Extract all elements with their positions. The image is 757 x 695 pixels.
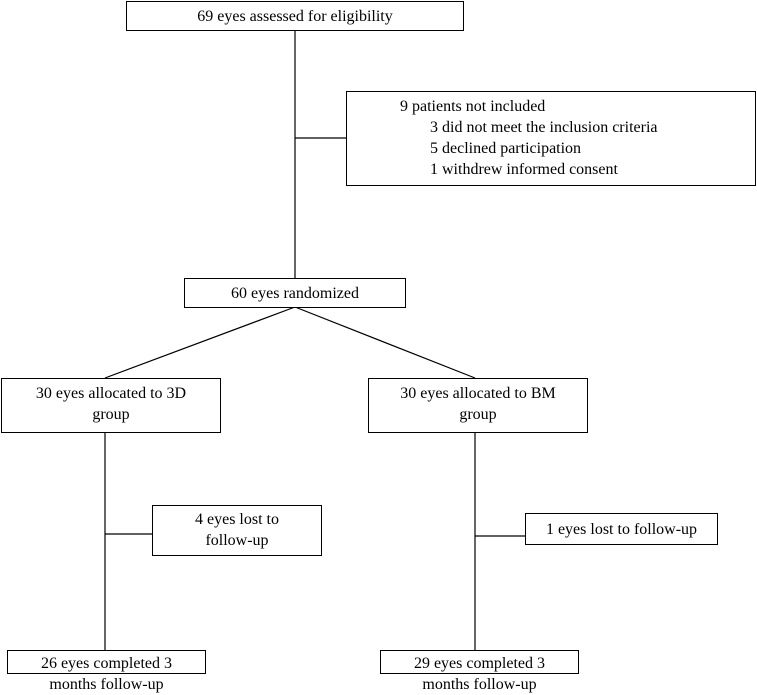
lost-followup-3d-text: follow-up (205, 532, 269, 549)
excluded-box: 9 patients not included 3 did not meet t… (346, 91, 756, 186)
excluded-reason: 5 declined participation (430, 140, 582, 157)
assessed-box: 69 eyes assessed for eligibility (126, 1, 464, 31)
allocation-3d-box: 30 eyes allocated to 3D group (1, 378, 221, 433)
randomized-box: 60 eyes randomized (184, 278, 406, 308)
allocation-bm-text: group (459, 406, 497, 423)
completed-3d-text: months follow-up (49, 676, 164, 693)
connector-randomized-to-bm (294, 306, 476, 379)
excluded-reason: 1 withdrew informed consent (430, 161, 618, 178)
lost-followup-bm-box: 1 eyes lost to follow-up (525, 513, 718, 545)
completed-3d-box: 26 eyes completed 3 months follow-up (7, 650, 206, 693)
allocation-bm-text: 30 eyes allocated to BM (400, 385, 556, 402)
excluded-reason: 3 did not meet the inclusion criteria (430, 119, 658, 136)
allocation-3d-text: 30 eyes allocated to 3D (35, 385, 187, 402)
connector-randomized-to-3d (104, 306, 296, 379)
lost-followup-bm-text: 1 eyes lost to follow-up (545, 521, 698, 538)
allocation-bm-box: 30 eyes allocated to BM group (368, 378, 588, 433)
lost-followup-3d-box: 4 eyes lost to follow-up (152, 505, 322, 556)
assessed-text: 69 eyes assessed for eligibility (197, 8, 393, 25)
connector-lines (104, 30, 525, 650)
completed-bm-box: 29 eyes completed 3 months follow-up (380, 650, 579, 693)
completed-bm-text: months follow-up (422, 676, 537, 693)
excluded-heading: 9 patients not included (400, 98, 546, 115)
completed-3d-text: 26 eyes completed 3 (40, 655, 173, 672)
allocation-3d-text: group (92, 406, 130, 423)
completed-bm-text: 29 eyes completed 3 (413, 655, 546, 672)
lost-followup-3d-text: 4 eyes lost to (195, 511, 279, 528)
randomized-text: 60 eyes randomized (231, 285, 359, 302)
